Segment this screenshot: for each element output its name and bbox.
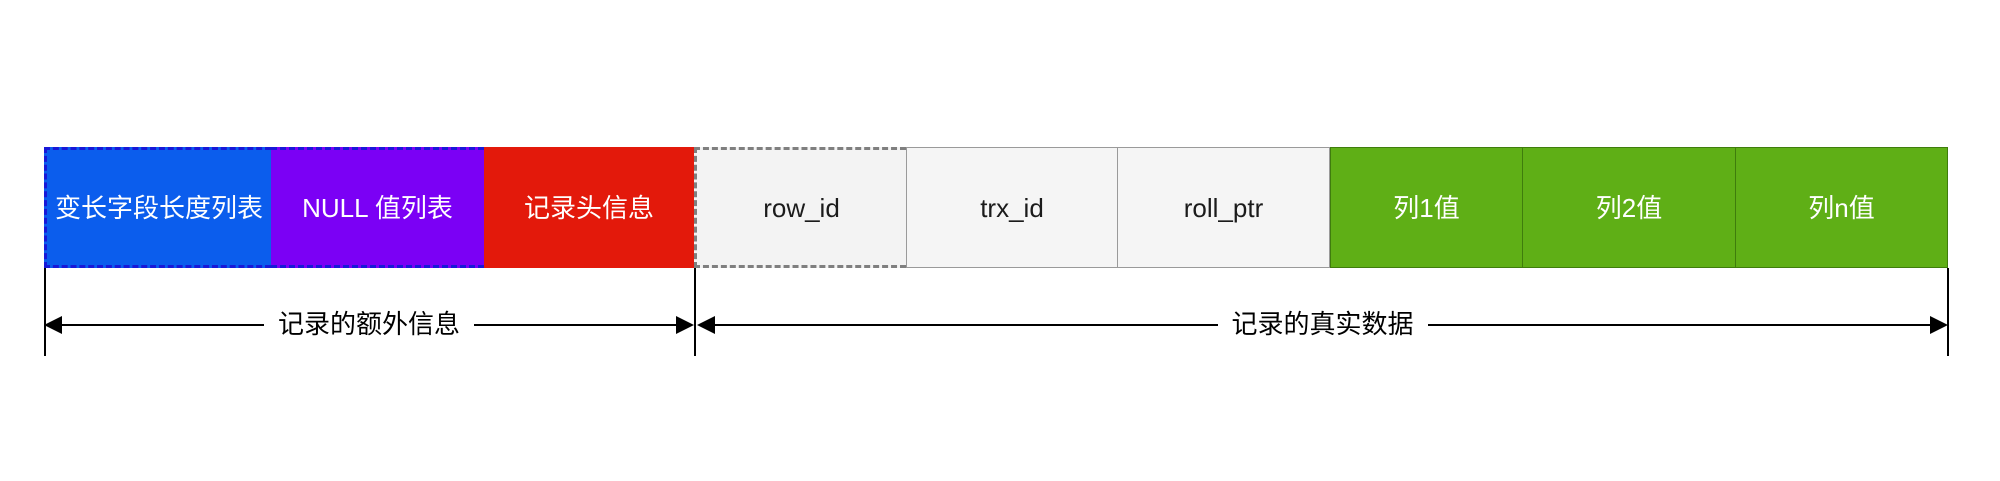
dimension-real-data: 记录的真实数据 [697, 309, 1949, 339]
dimension-label: 记录的真实数据 [1231, 309, 1414, 339]
tick-mark-left [44, 268, 46, 356]
record-cell-column-1-value: 列1值 [1330, 147, 1523, 268]
record-cell-label: 列2值 [1595, 192, 1663, 223]
record-cell-label: roll_ptr [1183, 192, 1264, 223]
record-cell-column-2-value: 列2值 [1523, 147, 1736, 268]
record-cell-varlen-field-length-list: 变长字段长度列表 [44, 147, 271, 268]
dimension-label: 记录的额外信息 [278, 309, 461, 339]
record-cell-null-value-list: NULL 值列表 [271, 147, 484, 268]
dimension-line [1427, 324, 1931, 326]
record-cell-label: 列1值 [1393, 192, 1460, 223]
record-cell-label: NULL 值列表 [302, 192, 453, 223]
record-cell-trx-id: trx_id [906, 147, 1118, 268]
dimension-line [62, 324, 264, 326]
record-cell-label: row_id [763, 192, 840, 223]
tick-mark-middle [694, 268, 696, 356]
tick-mark-right [1947, 268, 1949, 356]
record-cell-row-id: row_id [694, 147, 906, 268]
arrow-right-icon [676, 316, 695, 334]
record-cell-label: trx_id [980, 192, 1044, 223]
arrow-left-icon [44, 316, 62, 334]
record-cell-label: 记录头信息 [523, 192, 654, 223]
record-cell-column-n-value: 列n值 [1736, 147, 1948, 268]
dimension-line [715, 324, 1218, 326]
arrow-left-icon [697, 316, 715, 334]
record-cell-record-header: 记录头信息 [484, 147, 694, 268]
arrow-right-icon [1930, 316, 1949, 334]
record-cell-label: 列n值 [1808, 192, 1875, 223]
dimension-line [474, 324, 677, 326]
dimension-extra-info: 记录的额外信息 [44, 309, 695, 339]
record-cell-label: 变长字段长度列表 [54, 192, 263, 223]
record-cell-roll-ptr: roll_ptr [1118, 147, 1330, 268]
